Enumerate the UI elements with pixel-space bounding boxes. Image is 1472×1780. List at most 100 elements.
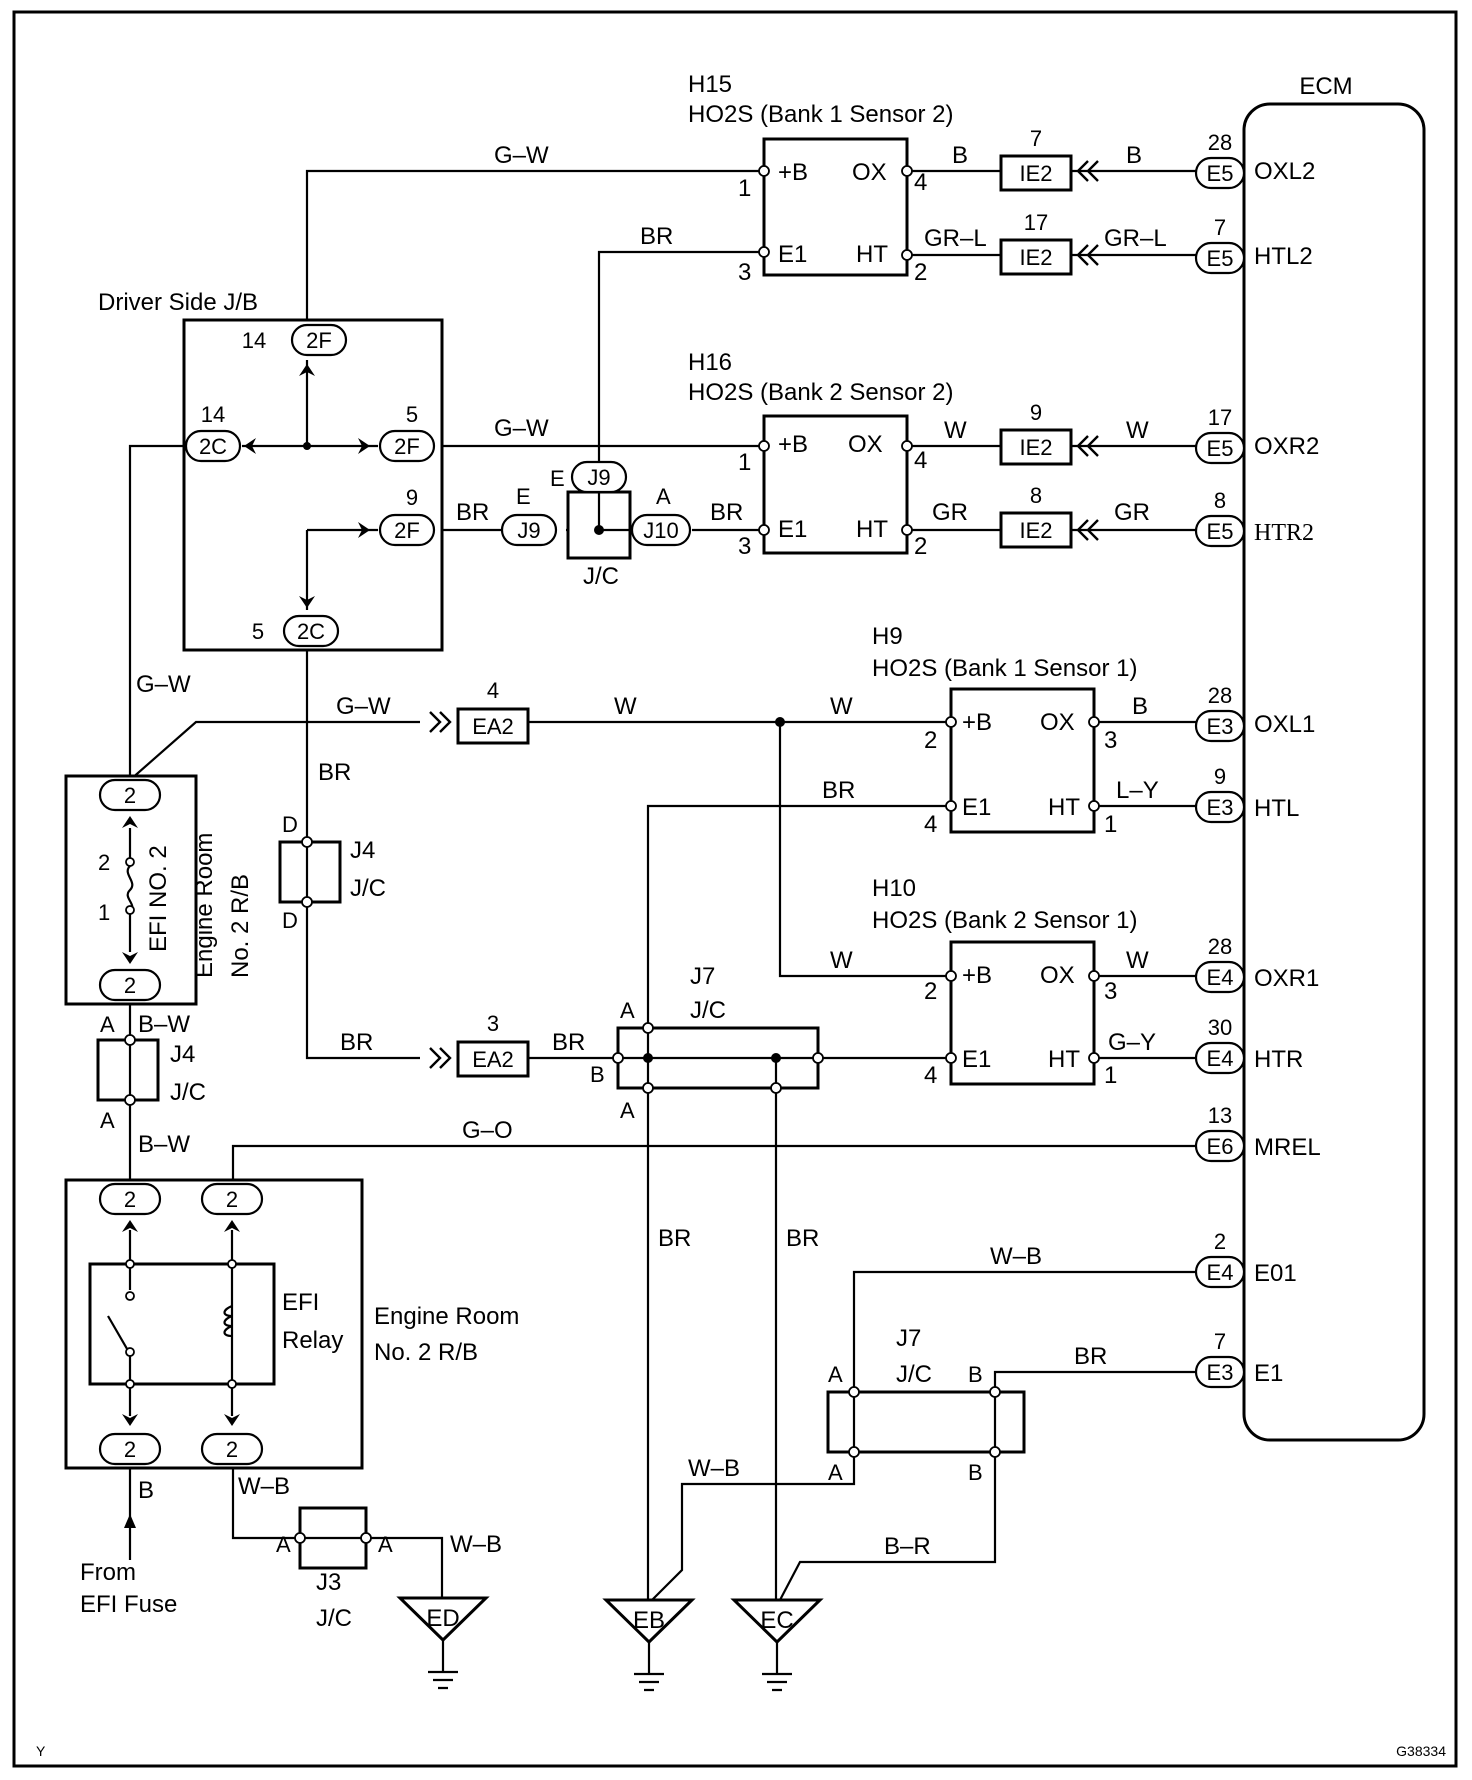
ecm-conn-oxl2: [1194, 156, 1246, 190]
pin: [294, 1532, 306, 1544]
efi-rb-conn-bot-num: 2: [124, 973, 136, 998]
sensor-h9-pin-ox: OX: [1040, 709, 1075, 736]
efi-rb-conn-top-num: 2: [124, 783, 136, 808]
label-br-2: BR: [456, 499, 489, 526]
ground-eb-icon: [602, 1598, 696, 1645]
label-w-2: W: [1126, 417, 1149, 444]
sensor-h15-pin-ht: HT: [856, 241, 888, 268]
jc-j7-lower-name: J7: [896, 1325, 921, 1352]
driver-jb-conn-14-2f-name: 2F: [306, 328, 332, 353]
pin: [1088, 716, 1100, 728]
pin: [125, 1291, 135, 1301]
wire-w-h10: [778, 722, 951, 978]
footer-right-code: G38334: [1396, 1743, 1446, 1759]
ecm-pin-oxl2: OXL2: [1254, 158, 1315, 185]
sensor-h10-code: H10: [872, 875, 916, 902]
ecm-conn-oxl1-name: E3: [1207, 714, 1234, 739]
ecm-conn-oxr2-num: 17: [1208, 405, 1232, 430]
efi-relay-conn-br: [200, 1432, 264, 1466]
driver-jb-conn-14-2f-num: 14: [242, 328, 266, 353]
efi-rb: 2 2 2 1 EFI NO. 2 Engine Room No. 2 R/B: [64, 774, 254, 1006]
sensor-h16-pin-ox: OX: [848, 431, 883, 458]
ea2-conn-2-num: 3: [487, 1011, 499, 1036]
ecm-conn-htl2-name: E5: [1207, 246, 1234, 271]
ecm-conn-oxr2: [1194, 431, 1246, 465]
efi-relay-conn-tl-num: 2: [124, 1187, 136, 1212]
sensor-h16: H16 HO2S (Bank 2 Sensor 2) +B OX E1 HT 1…: [688, 349, 953, 560]
sensor-h9-pin-ht: HT: [1048, 794, 1080, 821]
efi-relay-conn-tl: [98, 1182, 162, 1216]
efi-relay-conn-br-num: 2: [226, 1437, 238, 1462]
label-gw-3: G–W: [136, 671, 191, 698]
ecm-conn-oxr1-num: 28: [1208, 934, 1232, 959]
pin: [758, 246, 770, 258]
jc-j7-lower-pin-b2: B: [968, 1460, 983, 1485]
ecm-conn-e1-name: E3: [1207, 1360, 1234, 1385]
ecm-conn-htl-num: 9: [1214, 764, 1226, 789]
jc-j4-bw-pin-bot: A: [100, 1108, 115, 1133]
pin: [227, 1379, 237, 1389]
ecm-block: ECM OXL2 HTL2 OXR2 HTR2 OXL1 HTL OXR1 HT…: [1242, 73, 1426, 1442]
efi-rb-label-1: Engine Room: [191, 833, 218, 978]
label-gy-1: G–Y: [1108, 1029, 1156, 1056]
jc-j9-top-pin: E: [550, 466, 565, 491]
ea2-conn-2: [456, 1040, 530, 1078]
jc-j4-br: D D J4 J/C: [278, 812, 386, 933]
sensor-h15: H15 HO2S (Bank 1 Sensor 2) +B OX E1 HT 1…: [688, 71, 953, 286]
pin: [124, 1034, 136, 1046]
label-b-3: B: [1132, 693, 1148, 720]
jc-j10-pin: A: [656, 484, 671, 509]
from-efi-fuse-line2: EFI Fuse: [80, 1591, 177, 1618]
jc-j9-j10: J9 E J9 E J10 A J/C: [500, 460, 692, 590]
jc-j7-lower-label: J/C: [896, 1361, 932, 1388]
pin: [901, 524, 913, 536]
ea2-connectors: EA2 4 EA2 3: [456, 678, 530, 1078]
ecm-pin-htr: HTR: [1254, 1046, 1303, 1073]
jc-j7-dot: [643, 1053, 653, 1063]
ecm-pin-oxl1: OXL1: [1254, 711, 1315, 738]
ie2-conn-1: [999, 154, 1073, 192]
ecm-conn-htl2-num: 7: [1214, 215, 1226, 240]
sensor-h16-pin-b: +B: [778, 431, 808, 458]
label-wb-4: W–B: [450, 1531, 502, 1558]
sensor-h10-box: [949, 940, 1096, 1086]
jc-j3: A A J3 J/C: [276, 1506, 393, 1632]
efi-relay-label-1: EFI: [282, 1289, 319, 1316]
ground-ed-icon: [396, 1596, 490, 1643]
wire-labels: G–W B B BR GR–L GR–L G–W W W BR BR GR GR…: [136, 142, 1167, 1560]
efi-relay-rb: 2 2 2 2 EFI Relay Engine Room No. 2 R/B: [64, 1178, 519, 1470]
wire-wb-relay: [231, 1468, 444, 1598]
wire-go-mrel: [231, 1144, 1196, 1184]
jc-j9-left-pin: E: [516, 484, 531, 509]
sensor-h9-code: H9: [872, 623, 903, 650]
sensor-h9: H9 HO2S (Bank 1 Sensor 1) +B OX E1 HT 2 …: [872, 623, 1137, 838]
driver-jb-conn-5-2c: [282, 614, 340, 648]
ecm-conn-htl-name: E3: [1207, 795, 1234, 820]
jc-j7-lower-pin-b1: B: [968, 1362, 983, 1387]
wire-gw-ea2: [129, 720, 420, 781]
jc-j4-br-label: J/C: [350, 875, 386, 902]
ea2-conn-1-name: EA2: [472, 714, 514, 739]
label-w-3: W: [614, 693, 637, 720]
from-efi-fuse: From EFI Fuse: [80, 1514, 177, 1618]
sensor-h15-pin-e1: E1: [778, 241, 807, 268]
jc-j3-label: J/C: [316, 1605, 352, 1632]
ie2-conn-2-name: IE2: [1019, 245, 1052, 270]
label-br-8: BR: [658, 1225, 691, 1252]
jc-j3-pin-right: A: [378, 1532, 393, 1557]
chevron-ea2-2: [429, 1047, 452, 1069]
efi-rb-label-2: No. 2 R/B: [227, 874, 254, 978]
ecm-pin-htr2: HTR2: [1254, 520, 1314, 546]
ecm-pin-htl2: HTL2: [1254, 243, 1313, 270]
ecm-pin-htl: HTL: [1254, 795, 1299, 822]
pin: [945, 716, 957, 728]
pin: [125, 1259, 135, 1269]
wire-br-h15: [597, 250, 764, 462]
label-ly-1: L–Y: [1116, 777, 1159, 804]
efi-relay-coil-icon: [223, 1304, 233, 1338]
label-b-4: B: [138, 1477, 154, 1504]
efi-fuse-symbol: [126, 828, 134, 952]
jc-j7-upper-pin-b: B: [590, 1062, 605, 1087]
sensor-h10-name: HO2S (Bank 2 Sensor 1): [872, 907, 1137, 934]
